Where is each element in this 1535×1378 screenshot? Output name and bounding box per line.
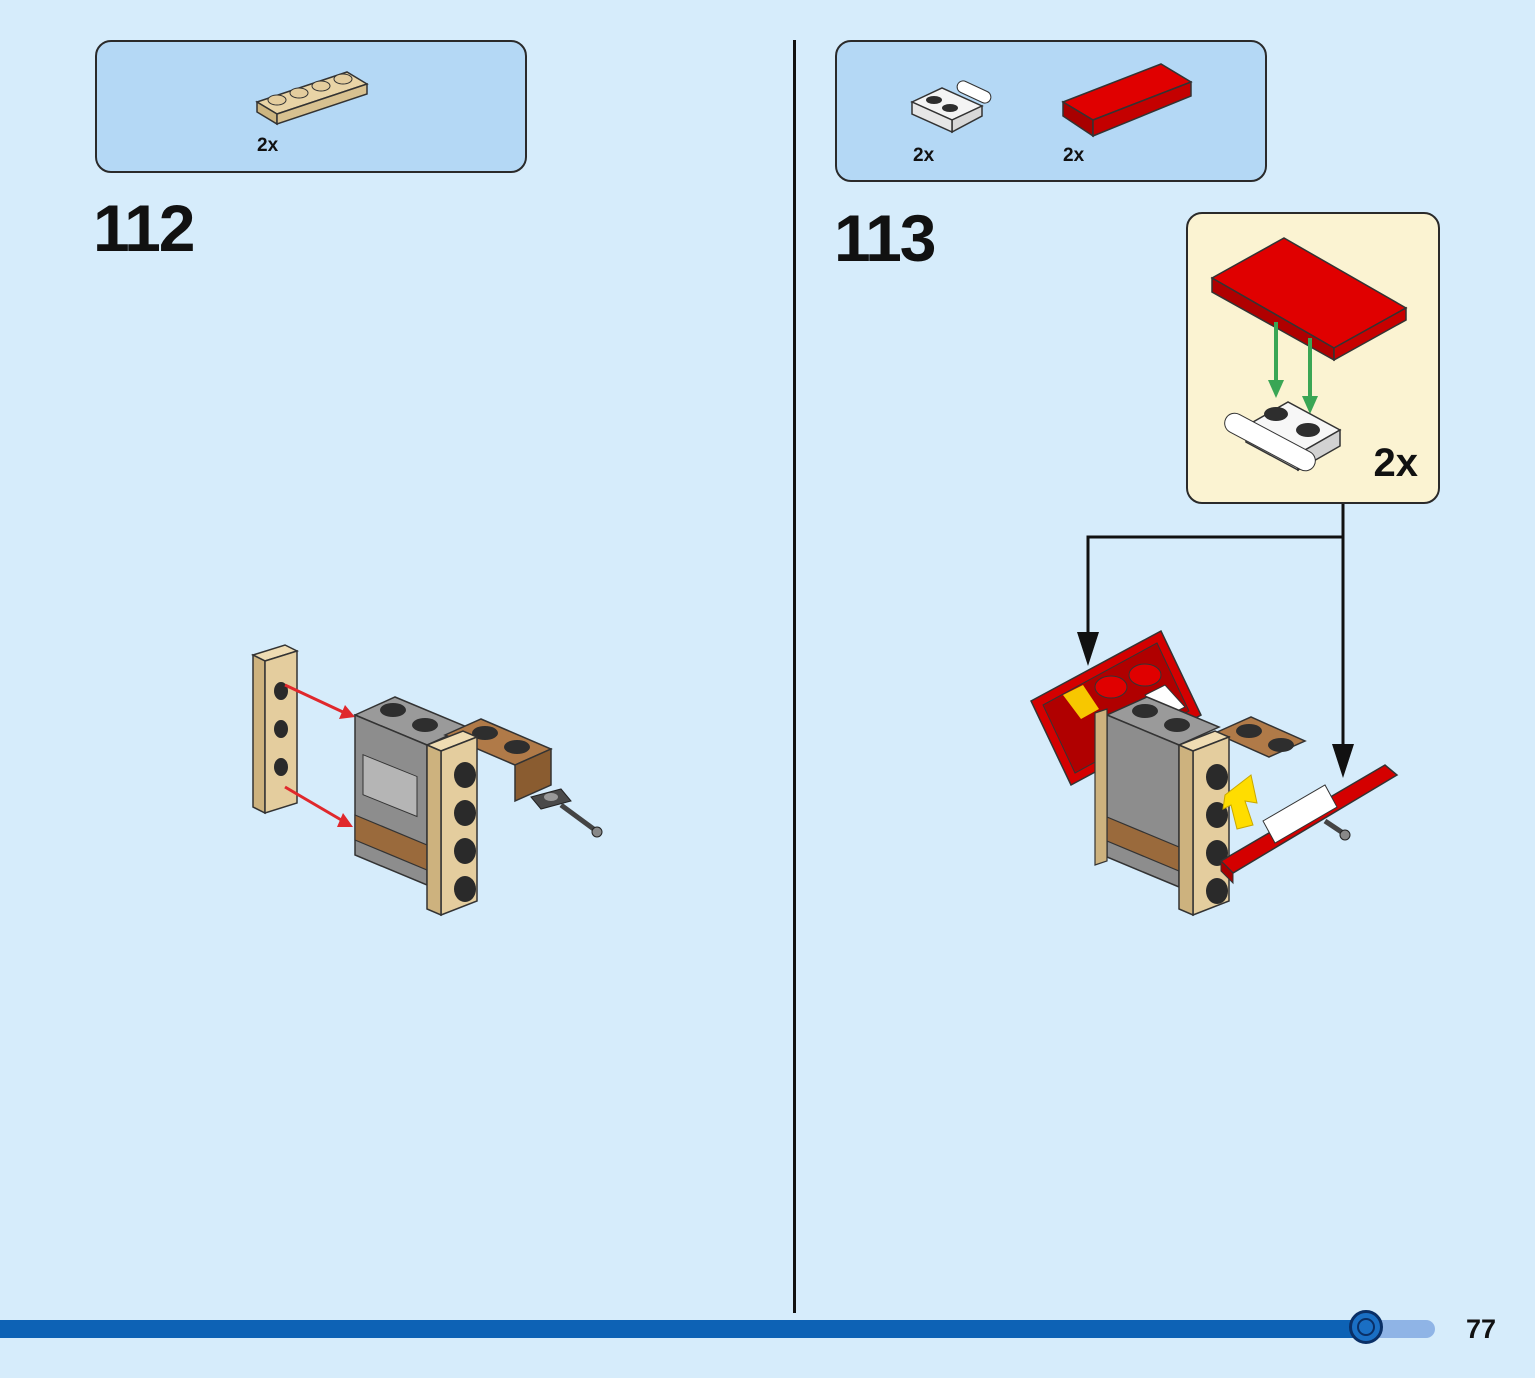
parts-list-box: 2x 2x — [835, 40, 1267, 182]
callout-pointer-arrows — [1077, 504, 1354, 778]
sub-assembly-callout: 2x — [1186, 212, 1440, 504]
step-number: 112 — [93, 191, 195, 265]
part-quantity: 2x — [257, 135, 279, 156]
step-112-assembly-illustration — [251, 644, 603, 917]
step-113-assembly-illustration — [1030, 629, 1399, 917]
step-number: 113 — [834, 201, 936, 275]
parts-list-box: 2x — [95, 40, 527, 173]
white-plate-with-bar-image — [910, 80, 992, 134]
progress-bar-fill — [0, 1320, 1368, 1338]
callout-quantity: 2x — [1373, 441, 1419, 485]
page-number: 77 — [1466, 1314, 1497, 1344]
tan-plate-1x4-image — [255, 71, 369, 126]
page-divider — [793, 40, 796, 1313]
progress-knob — [1349, 1310, 1383, 1344]
red-tile-2x4-image — [1061, 63, 1193, 138]
part-quantity: 2x — [1063, 145, 1085, 166]
part-quantity: 2x — [913, 145, 935, 166]
sub-assembly-illustration — [1210, 237, 1408, 472]
